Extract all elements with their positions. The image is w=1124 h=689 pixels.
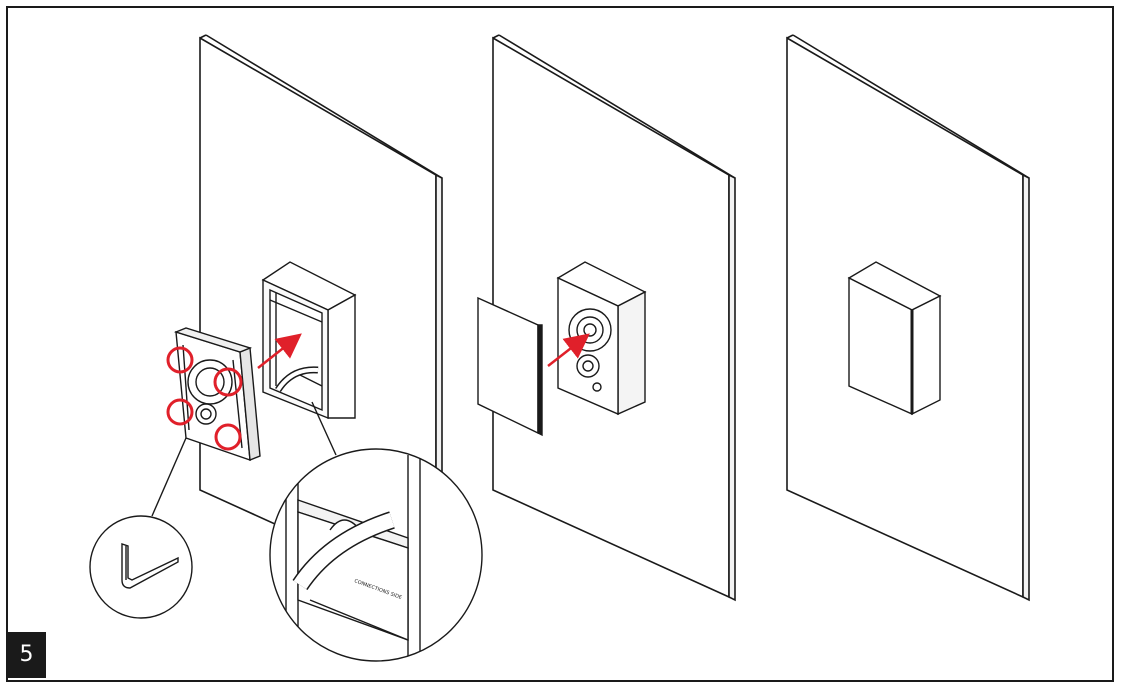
mounted-speaker (556, 261, 647, 416)
diagram-frame (6, 6, 1114, 682)
installed-cover (847, 261, 942, 416)
step-number-badge: 5 (7, 632, 46, 678)
cable-detail-callout: CONNECTIONS SIDE (269, 401, 483, 662)
screw-highlight-top-right (213, 367, 243, 397)
hex-key-callout (89, 437, 193, 619)
speaker-module (173, 327, 261, 462)
insert-arrow-2 (547, 333, 590, 367)
screw-highlight-top-left (166, 346, 194, 374)
screw-highlight-bottom-right (214, 423, 242, 451)
insert-arrow-1 (257, 333, 302, 369)
grille-panel (477, 296, 543, 437)
screw-highlights (166, 346, 243, 451)
screw-highlight-bottom-left (166, 398, 194, 426)
hex-key-icon (121, 543, 179, 589)
